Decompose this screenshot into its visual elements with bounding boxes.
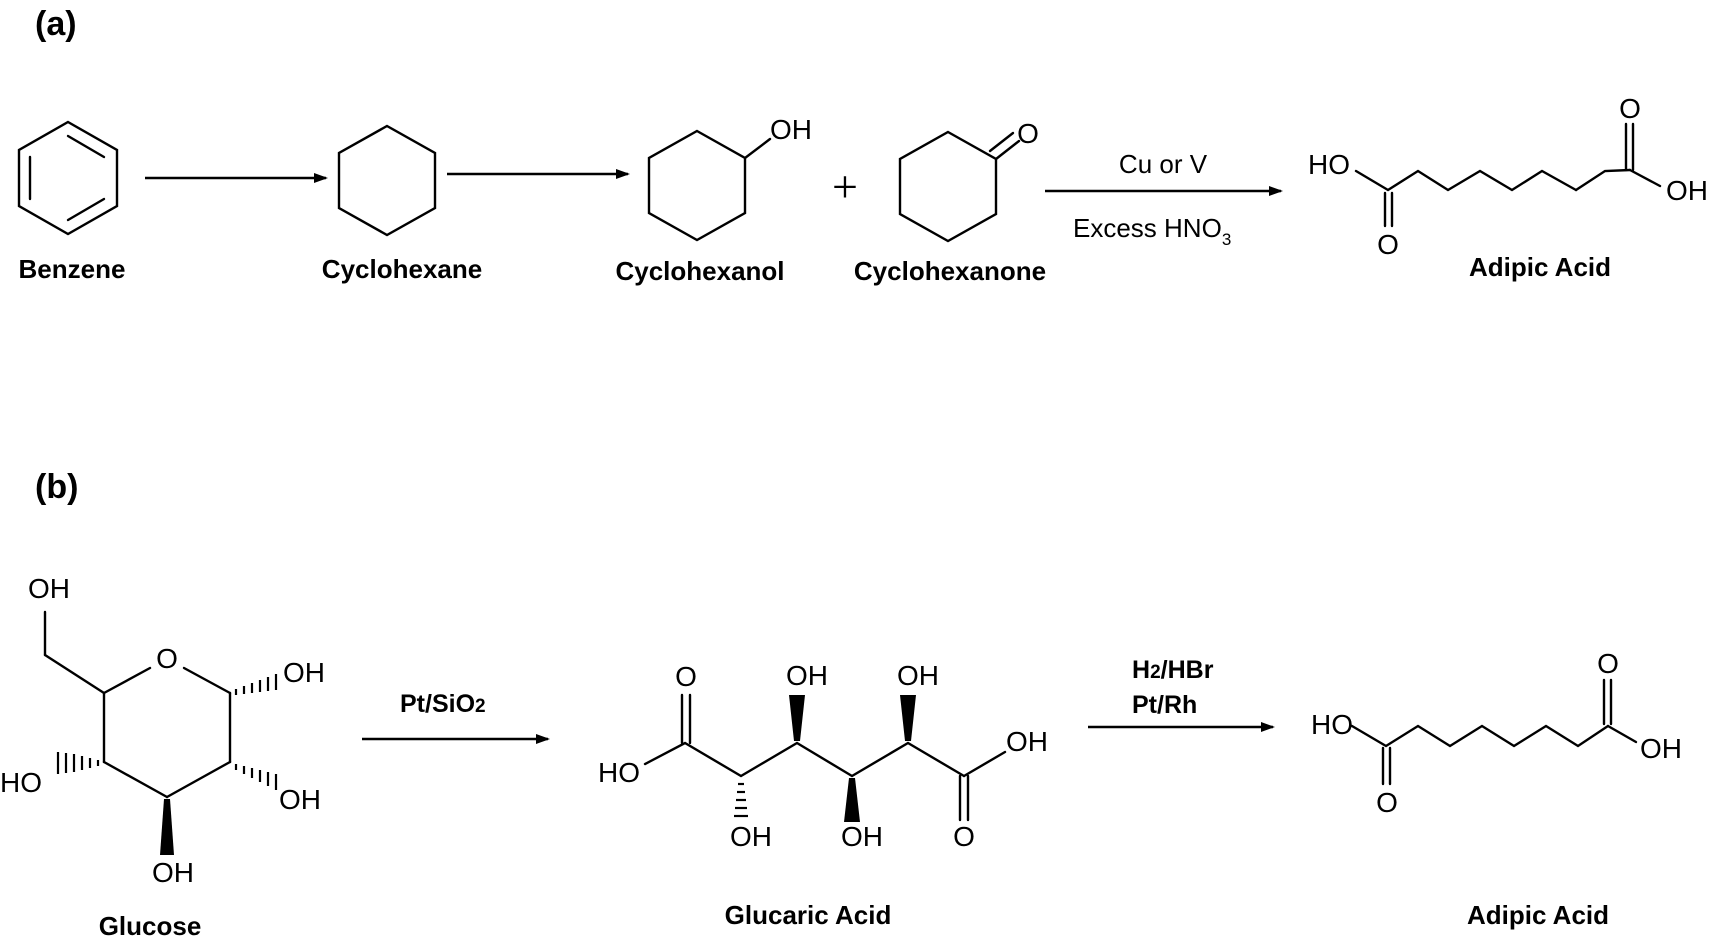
conditions-catalyst: Cu or V [1119,149,1208,179]
ch2-bond [43,653,106,695]
oh-label: OH [1006,726,1048,757]
panel-a-label: (a) [35,5,77,43]
wedge-bond [789,695,805,741]
wedge-bond [844,778,860,822]
benzene-double-bond [66,197,106,222]
ring-bond [165,760,232,799]
oh-label: OH [897,660,939,691]
carbonyl-bond [994,139,1021,161]
c-oh-bond [743,137,772,160]
adipic-acid-label-b: Adipic Acid [1467,900,1609,930]
oxygen-label: O [1017,118,1039,149]
step1-catalyst: Pt/SiO2 [400,690,486,718]
oxygen-label: O [1597,648,1619,679]
ring-bond [102,666,152,695]
ho-label: HO [1308,149,1350,180]
adipic-acid-label-a: Adipic Acid [1469,252,1611,282]
c-oh-bond [1606,724,1638,744]
adipic-acid-structure-a: HO O O OH [1308,93,1708,260]
ho-label: HO [1311,709,1353,740]
oh-label: OH [1666,175,1708,206]
hashed-bond [234,674,278,695]
carbonyl-bond [988,131,1015,153]
c-oh-bond [1628,168,1662,188]
plus-sign: + [832,161,858,212]
cyclohexanone-label: Cyclohexanone [854,256,1046,286]
oxygen-label: O [953,821,975,852]
oh-label: OH [279,784,321,815]
hashed-bond [56,752,100,774]
cyclohexanol-ring [647,129,747,242]
carbon-chain [643,741,966,778]
cyclohexanone-ring [898,130,998,243]
oh-label: OH [283,657,325,688]
ring-oxygen-label: O [156,643,178,674]
conditions-reagent: Excess HNO3 [1073,213,1231,249]
carbon-chain [1574,168,1632,192]
wedge-bond [900,695,916,741]
oxygen-label: O [675,661,697,692]
step2-reagent: H2/HBr [1132,656,1214,684]
carbon-chain [1350,724,1610,748]
glucose-structure: O OH OH OH HO [0,573,325,888]
cyclohexane-label: Cyclohexane [322,254,482,284]
oxygen-label: O [1376,787,1398,818]
ho-label: HO [598,757,640,788]
glucaric-acid-label: Glucaric Acid [725,900,892,930]
ring-bond [182,666,232,695]
step2-catalyst: Pt/Rh [1132,691,1197,719]
oh-label: OH [841,821,883,852]
benzene-label: Benzene [19,254,126,284]
oh-label: OH [152,857,194,888]
benzene-structure [17,120,119,236]
oh-label: OH [1640,733,1682,764]
ho-label: HO [0,767,42,798]
cyclohexanol-label: Cyclohexanol [615,256,784,286]
hashed-bond [234,764,278,790]
oh-label: OH [770,114,812,145]
panel-a: (a) Benzene Cyclohexane OH Cyclohexanol … [17,5,1708,286]
hashed-bond [734,782,748,818]
carbon-chain [1354,169,1578,192]
ring-bond [102,760,169,799]
wedge-bond [160,799,174,855]
cyclohexanone-structure: O [898,118,1039,243]
benzene-double-bond [66,134,106,159]
oh-label: OH [786,660,828,691]
panel-b: (b) O OH OH O [0,468,1682,941]
glucose-label: Glucose [99,911,202,941]
benzene-ring [17,120,119,236]
glucaric-acid-structure: O HO OH OH OH OH OH O [598,660,1048,852]
oxygen-label: O [1619,93,1641,124]
cyclohexanol-structure: OH [647,114,812,242]
c-oh-bond [962,750,1007,778]
cyclohexane-ring [337,124,437,237]
panel-b-label: (b) [35,468,78,506]
oh-label: OH [28,573,70,604]
oxygen-label: O [1377,229,1399,260]
oh-label: OH [730,821,772,852]
adipic-acid-structure-b: HO O O OH [1311,648,1682,818]
